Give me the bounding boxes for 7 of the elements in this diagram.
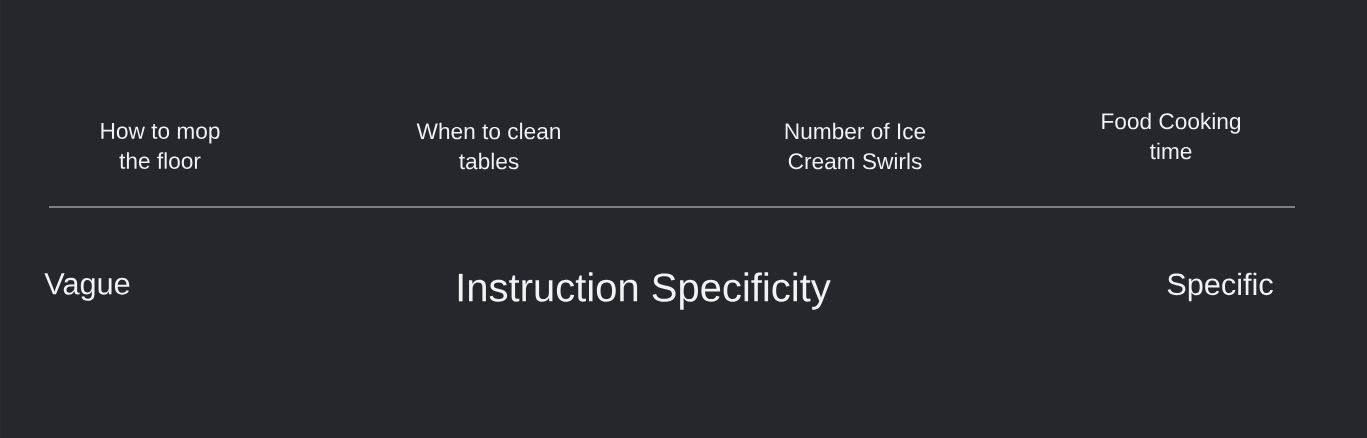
scale-item-label: When to clean tables bbox=[416, 122, 560, 170]
scale-item-label: How to mop the floor bbox=[101, 123, 220, 169]
scale-item-label: Food Cooking time bbox=[1102, 112, 1241, 160]
scale-end-label: Vague bbox=[44, 273, 130, 301]
scale-end-label: Specific bbox=[1167, 272, 1273, 302]
scale-item-label: Number of Ice Cream Swirls bbox=[785, 122, 926, 170]
axis-title: Instruction Specificity bbox=[458, 272, 831, 310]
